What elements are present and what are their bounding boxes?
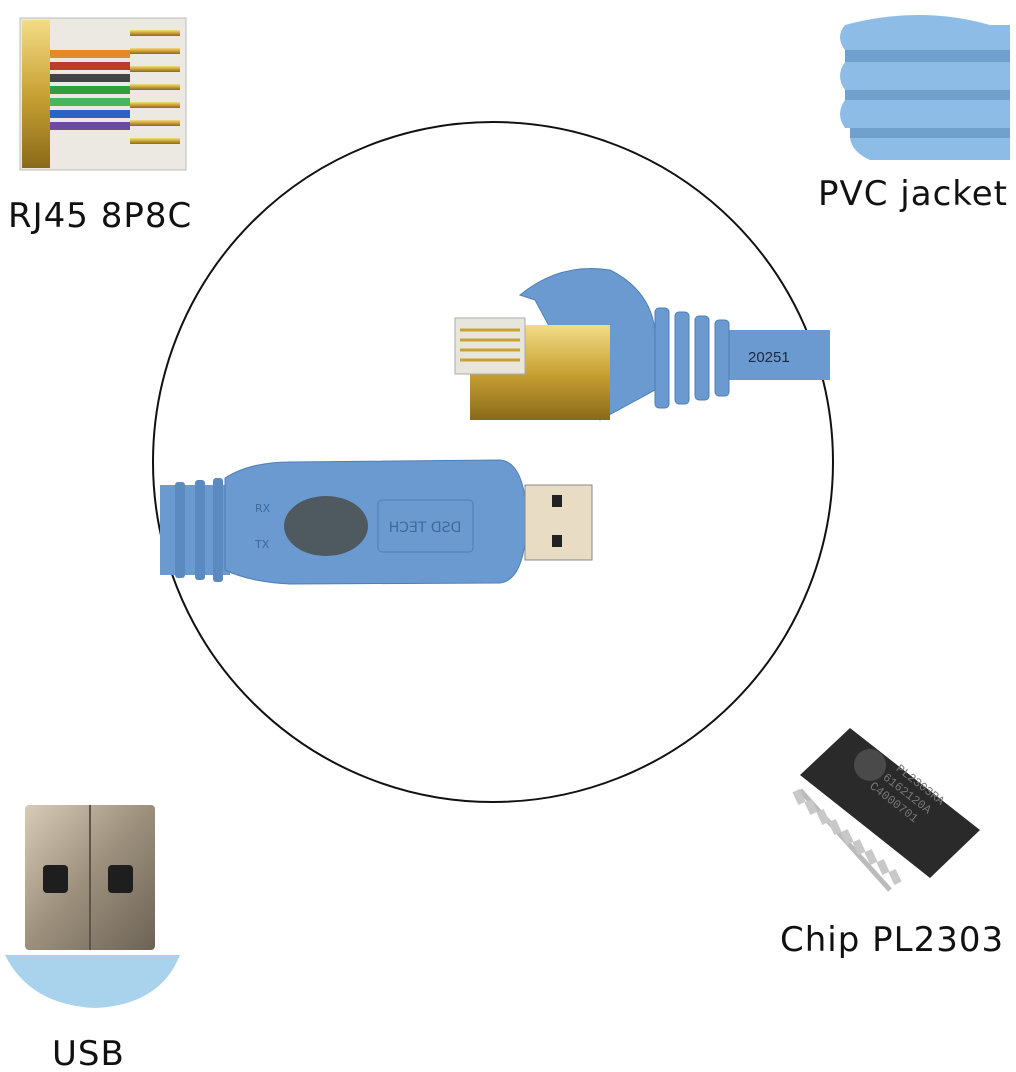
pvc-jacket-image — [840, 15, 1010, 160]
usb-plug-image — [5, 805, 180, 1008]
cable-print-text: 20251 — [748, 349, 790, 366]
label-chip: Chip PL2303 — [780, 920, 1005, 960]
label-usb: USB — [52, 1034, 125, 1072]
rx-marking: RX — [255, 502, 271, 515]
usb-cable-end-image: DSD TECH RX TX — [160, 459, 593, 585]
rj45-cable-end-image: 20251 — [454, 267, 830, 421]
label-pvc-jacket: PVC jacket — [818, 174, 1009, 214]
rj45-connector-image — [19, 17, 187, 171]
usb-housing-text: DSD TECH — [389, 520, 462, 536]
pl2303-chip-image: PL2303RA 6162120A C4000701 — [792, 728, 980, 892]
label-rj45: RJ45 8P8C — [8, 196, 193, 236]
tx-marking: TX — [254, 538, 270, 551]
